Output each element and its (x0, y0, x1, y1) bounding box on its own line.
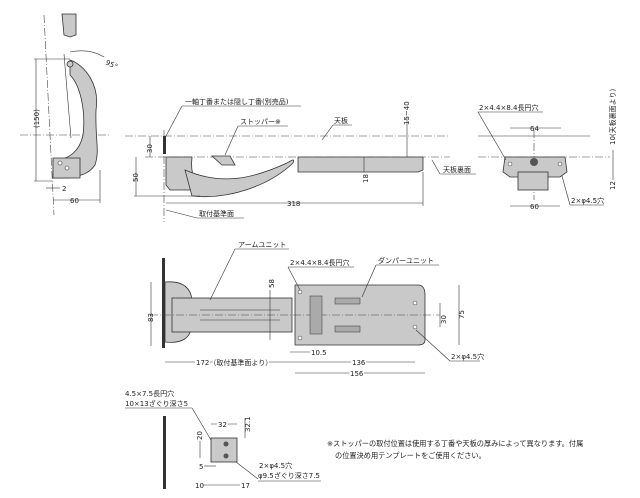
plan-hole-label: 2×φ4.5穴 (451, 352, 484, 361)
dim-156: 156 (350, 370, 364, 378)
stopper-hole-label-1: 2×φ4.5穴 (259, 461, 292, 470)
stopper-dim-32-1: 32.1 (244, 416, 252, 432)
stopper-dim-5: 5 (199, 463, 203, 471)
stopper-body (210, 437, 238, 463)
end-dim-60: 60 (530, 203, 539, 211)
arm-profile (184, 159, 295, 198)
note-line-1: ※ストッパーの取付位置は使用する丁番や天板の厚みによって異なります。付属 (327, 439, 583, 448)
offset-dim: 2 (62, 185, 66, 193)
end-dim-64: 64 (530, 125, 539, 133)
stopper-dim-20: 20 (196, 431, 204, 440)
height-dim: (150) (33, 109, 41, 128)
stopper (210, 155, 236, 166)
end-slot-label: 2×4.4×8.4長円穴 (479, 103, 538, 112)
dim-318: 318 (287, 200, 300, 208)
dim-18: 18 (362, 174, 370, 183)
dim-10-5: 10.5 (311, 349, 327, 357)
stopper-hole-label-2: φ9.5ざぐり深さ7.5 (258, 471, 320, 480)
depth-dim: 60 (70, 197, 79, 205)
plan-view: アームユニット 2×4.4×8.4長円穴 ダンパーユニット 58 83 30 7… (147, 241, 484, 380)
arm-unit-label: アームユニット (238, 241, 286, 249)
angle-dim: 95° (104, 59, 119, 72)
dim-136: 136 (352, 359, 366, 367)
mount-ref-label: 取付基準面 (199, 209, 234, 218)
hinge-edge (163, 136, 166, 154)
dim-58: 58 (268, 279, 276, 288)
stopper-slot-label-2: 10×13ざぐり深さ5 (125, 399, 188, 408)
side-view: 95° (150) 2 60 (20, 13, 119, 216)
top-board (297, 156, 424, 173)
plan-slot-label: 2×4.4×8.4長円穴 (290, 258, 349, 267)
dim-75: 75 (458, 310, 466, 319)
end-dim-10: 10(天板裏面より) (608, 89, 617, 145)
end-view: 2×4.4×8.4長円穴 64 60 2×φ4.5穴 10(天板裏面より) 12 (477, 89, 617, 211)
door-panel (61, 13, 77, 38)
front-view: 一軸丁番または隠し丁番(別売品) ストッパー※ 天板 15~40 30 50 1… (125, 97, 476, 222)
board-back-label: 天板裏面 (443, 165, 471, 174)
hinge-label: 一軸丁番または隠し丁番(別売品) (185, 97, 289, 106)
damper-unit-label: ダンパーユニット (378, 256, 434, 265)
end-damper (517, 171, 549, 191)
note-line-2: の位置決め用テンプレートをご使用ください。 (335, 451, 486, 460)
stopper-dim-10: 10 (195, 482, 204, 490)
stopper-dim-32: 32 (218, 421, 227, 429)
stopper-slot-label-1: 4.5×7.5長円穴 (125, 389, 174, 398)
stopper-view: 4.5×7.5長円穴 10×13ざぐり深さ5 32 32.1 20 5 2×φ4… (125, 389, 321, 490)
dim-83: 83 (147, 313, 155, 322)
end-hole-label: 2×φ4.5穴 (571, 196, 604, 205)
end-dim-12: 12 (609, 181, 617, 190)
stopper-dim-17: 17 (241, 482, 250, 490)
dim-172: 172（取付基準面より） (196, 358, 272, 367)
dim-50: 50 (132, 173, 140, 182)
top-board-label: 天板 (334, 116, 348, 125)
mount-plate (162, 258, 165, 348)
stopper-plate (163, 416, 166, 489)
dim-30: 30 (146, 144, 154, 153)
board-range-dim: 15~40 (403, 101, 411, 125)
stopper-label: ストッパー※ (240, 118, 281, 126)
plan-dim-30: 30 (440, 315, 448, 324)
